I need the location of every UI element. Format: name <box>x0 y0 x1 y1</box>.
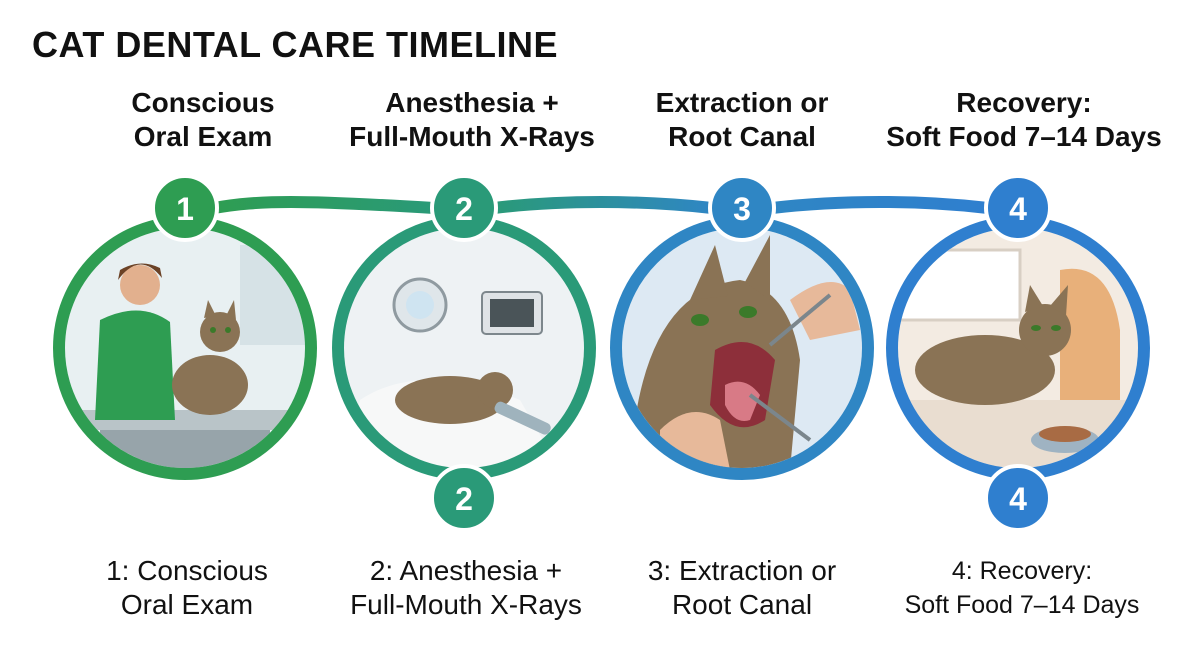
step-4-bottom-badge: 4 <box>986 466 1050 530</box>
step-4-bottom-number: 4 <box>1009 481 1027 517</box>
step-4-bottom-label: 4: Recovery: Soft Food 7–14 Days <box>872 554 1172 622</box>
step-4-number: 4 <box>1009 191 1027 227</box>
step-1-number: 1 <box>176 191 194 227</box>
step-4-badge: 4 <box>986 176 1050 240</box>
step-2-number: 2 <box>455 191 473 227</box>
connector-lines <box>214 202 988 208</box>
step-1-bottom-label: 1: Conscious Oral Exam <box>37 554 337 622</box>
step-3-bottom-label: 3: Extraction or Root Canal <box>592 554 892 622</box>
step-2-bottom-number: 2 <box>455 481 473 517</box>
step-2-bottom-label: 2: Anesthesia + Full-Mouth X-Rays <box>316 554 616 622</box>
step-3-badge: 3 <box>710 176 774 240</box>
step-2-bottom-badge: 2 <box>432 466 496 530</box>
step-2-badge: 2 <box>432 176 496 240</box>
step-1-badge: 1 <box>153 176 217 240</box>
step-3-number: 3 <box>733 191 751 227</box>
